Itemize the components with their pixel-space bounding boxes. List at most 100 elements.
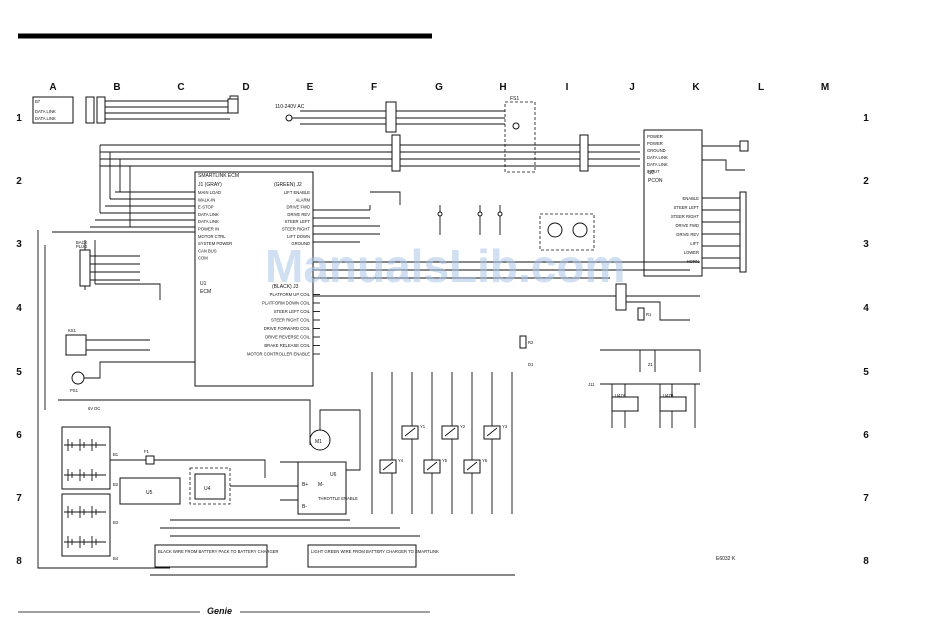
f1-label: F1: [144, 449, 150, 454]
column-header: B: [113, 82, 120, 93]
row-header: 3: [16, 239, 22, 250]
column-header: M: [821, 82, 829, 93]
connector-c1: [391, 134, 401, 172]
u1-right-pin-label: STEER LEFT: [285, 219, 311, 224]
r2-label: R2: [528, 340, 534, 345]
u1-right-pin-label: DRIVE FWD: [287, 205, 311, 210]
column-header: E: [307, 82, 314, 93]
solenoid-slash: [444, 427, 456, 437]
u2-right-pin-label: ENABLE: [682, 196, 699, 201]
column-header: I: [566, 82, 569, 93]
u2-pin-label: POWER: [647, 141, 663, 146]
u1-right-pin-label: ALARM: [296, 197, 311, 202]
b1-label: B1: [113, 452, 119, 457]
solenoid-slash: [466, 461, 478, 471]
u1-j3-pin-label: PLATFORM UP COIL: [270, 292, 311, 297]
svg-text:BACK: BACK: [76, 240, 88, 245]
u2-pin-label: DATA LINK: [647, 162, 668, 167]
ac-voltage-label: 110-240V AC: [275, 104, 305, 110]
u1-right-pin-label: STEER RIGHT: [282, 227, 311, 232]
relay-bus-j11: Z1 J11 U47A U47B: [588, 349, 701, 428]
b2-label: B2: [113, 482, 119, 487]
charger-u5: U5: [119, 477, 181, 505]
u1-left-pin-label: DATA LINK: [198, 212, 219, 217]
u4-label: U4: [204, 486, 211, 492]
u1-j3-pin-label: DRIVE REVERSE COIL: [265, 335, 311, 340]
fuse-f1: F1: [144, 449, 155, 465]
b-minus-label: B-: [302, 504, 307, 510]
fuse-holder: [227, 98, 239, 114]
row-header: 1: [16, 113, 22, 124]
connector-p: [739, 140, 749, 152]
solenoid-label: Y5: [442, 458, 448, 463]
m-minus-label: M-: [318, 482, 324, 488]
u1-right-pin-label: LIFT DOWN: [287, 234, 310, 239]
u47a-label: U47A: [615, 393, 626, 398]
u2-pin-label: DATA LINK: [647, 155, 668, 160]
u47b-label: U47B: [663, 393, 674, 398]
watermark: ManualsLib.com: [265, 240, 625, 292]
u1-title: U1: [200, 281, 207, 287]
u1-left-pin-label: WALK-IN: [198, 197, 215, 202]
u1-left-pin-label: COM: [198, 256, 208, 261]
column-header: A: [49, 82, 56, 93]
u1-j3-pin-label: MOTOR CONTROLLER ENABLE: [247, 352, 310, 357]
u1-j1-label: J1 (GRAY): [198, 182, 222, 188]
column-header: J: [629, 82, 635, 93]
b4-label: B4: [113, 556, 119, 561]
u1-j2-label: (GREEN) J2: [274, 182, 302, 188]
u2-right-pin-label: LIFT: [690, 241, 699, 246]
u2-pin-label: GROUND: [647, 148, 666, 153]
float-switch-fs1: FS1: [504, 96, 536, 173]
battery-voltage-label: 6V DC: [88, 406, 100, 411]
u1-subtitle: ECM: [200, 289, 211, 295]
u1-left-pin-label: MAIN LOAD: [198, 190, 221, 195]
u1-header: SMARTLINK ECM: [198, 173, 239, 179]
r1-label: R1: [646, 312, 652, 317]
solenoid-label: Y3: [502, 424, 508, 429]
z1-label: Z1: [648, 362, 654, 367]
m1-label: M1: [315, 439, 322, 445]
row-header: 3: [863, 239, 869, 250]
motor-m1: M1: [309, 429, 331, 451]
battery-pack: 6V DC B1 B2 B3 B4: [61, 406, 119, 561]
u1-j3-pin-label: DRIVE FORWARD COIL: [264, 326, 311, 331]
data-link-connector: B7 DATA LINK DATA LINK: [32, 96, 106, 124]
resistor-r1: R1: [637, 307, 652, 321]
svg-text:DATA LINK: DATA LINK: [35, 109, 56, 114]
u2-right-pin-label: STEER LEFT: [674, 205, 700, 210]
column-header: K: [692, 82, 700, 93]
row-header: 6: [863, 430, 869, 441]
drawing-number: E6032 K: [716, 556, 736, 562]
row-header: 5: [863, 367, 869, 378]
brand-logo: Genie: [207, 606, 232, 616]
motor-controller-u6: U6 B+ M- B- THROTTLE ENABLE: [297, 461, 358, 515]
column-header: H: [499, 82, 506, 93]
u1-left-pin-label: E-STOP: [198, 205, 214, 210]
svg-text:PLUG: PLUG: [76, 244, 87, 249]
solenoid-slash: [486, 427, 498, 437]
j11-label: J11: [588, 382, 595, 387]
u1-left-pin-label: CAN BUS: [198, 248, 217, 253]
limit-switches: [437, 205, 503, 235]
b-plus-label: B+: [302, 482, 308, 488]
resistor-r2: R2 D1: [519, 335, 534, 367]
row-header: 2: [16, 176, 22, 187]
note-left-text: BLACK WIRE FROM BATTERY PACK TO BATTERY …: [158, 549, 279, 554]
connector-j4: [615, 283, 627, 311]
u5-label: U5: [146, 490, 153, 496]
u2-pin-label: INPUT: [647, 169, 660, 174]
u2-right-pin-label: DRIVE REV: [676, 232, 699, 237]
u2-right-pin-label: LOWER: [684, 250, 699, 255]
u1-right-pin-label: LIFT ENABLE: [284, 190, 310, 195]
u2-right-pin-label: STEER RIGHT: [671, 214, 700, 219]
u1-j3-pin-label: BRAKE RELEASE COIL: [264, 343, 310, 348]
svg-text:B7: B7: [35, 99, 41, 104]
row-header: 1: [863, 113, 869, 124]
